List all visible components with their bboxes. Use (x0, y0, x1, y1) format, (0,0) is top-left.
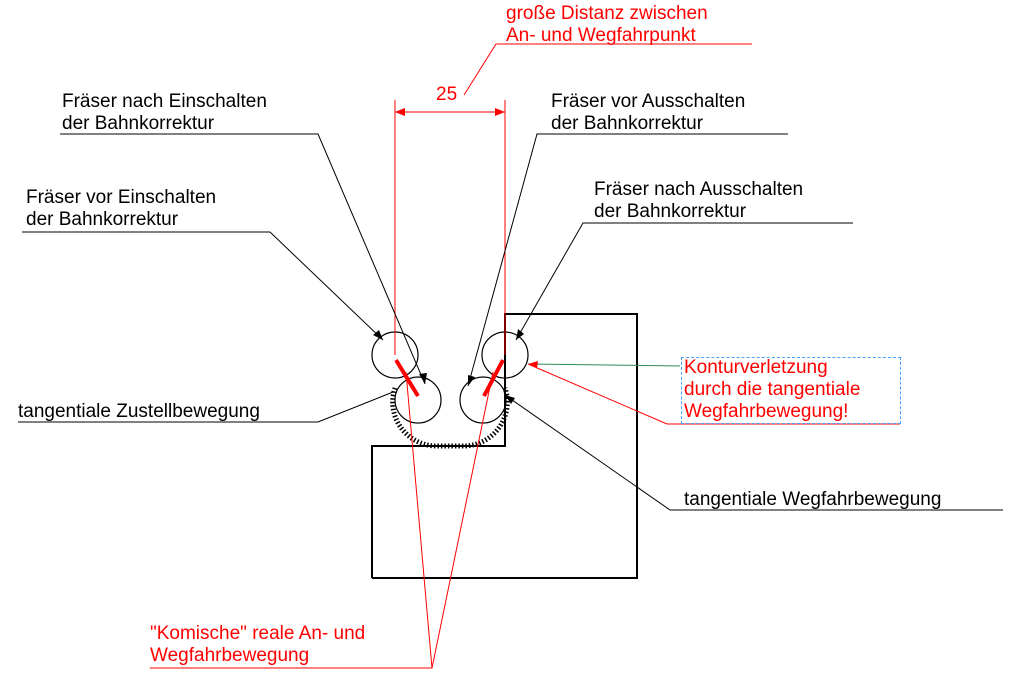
leader-before-off-arrow (468, 375, 475, 386)
leader-before-on (22, 231, 384, 341)
leader-depart-arrow (505, 395, 515, 404)
leader-after-off (515, 222, 853, 341)
leader-contour-violation (527, 363, 900, 425)
label-after-off-line-2: der Bahnkorrektur (594, 201, 747, 222)
leader-contour-violation-tip (527, 363, 681, 367)
leader-contour-violation-arrow (528, 361, 538, 368)
label-depart-move: tangentiale Wegfahrbewegung (684, 489, 942, 510)
label-distance-note: große Distanz zwischen An- und Wegfahrpu… (506, 3, 708, 47)
leader-before-on-arrow (373, 330, 383, 340)
label-real-motion-line-1: "Komische" reale An- und (150, 623, 366, 644)
label-after-off-line-1: Fräser nach Ausschalten (594, 179, 804, 200)
leader-after-on (60, 133, 426, 385)
leader-before-off (467, 133, 788, 387)
contour-violation-frame (681, 357, 901, 424)
cutter-after-on (394, 376, 442, 424)
leader-after-off-arrow (516, 329, 524, 340)
label-before-off-line-2: der Bahnkorrektur (551, 113, 704, 134)
label-contour-violation: Konturverletzung durch die tangentiale W… (684, 357, 860, 423)
dimension-value: 25 (436, 84, 458, 105)
leader-after-on-arrow (419, 373, 427, 384)
label-after-on-line-1: Fräser nach Einschalten (62, 91, 267, 112)
label-contour-violation-line-3: Wegfahrbewegung! (684, 401, 849, 422)
label-real-motion-line-2: Wegfahrbewegung (150, 645, 310, 666)
leader-real-motion-right (431, 371, 494, 669)
label-cutter-after-off: Fräser nach Ausschalten der Bahnkorrektu… (594, 179, 803, 223)
label-contour-violation-line-1: Konturverletzung (684, 357, 828, 378)
label-real-motion: "Komische" reale An- und Wegfahrbewegung (150, 623, 365, 667)
label-before-on-line-1: Fräser vor Einschalten (26, 187, 217, 208)
leader-depart (504, 394, 1003, 511)
label-distance-note-line-2: An- und Wegfahrpunkt (506, 25, 696, 46)
real-motion-mark-right (482, 359, 505, 397)
leader-distance (463, 43, 497, 96)
cutter-before-off (459, 376, 507, 424)
label-cutter-after-on: Fräser nach Einschalten der Bahnkorrektu… (62, 91, 267, 135)
dimension-arrow-right (495, 108, 505, 116)
label-before-off-line-1: Fräser vor Ausschalten (551, 91, 746, 112)
label-distance-note-line-1: große Distanz zwischen (506, 3, 708, 24)
label-cutter-before-on: Fräser vor Einschalten der Bahnkorrektur (26, 187, 216, 231)
label-contour-violation-line-2: durch die tangentiale (684, 379, 861, 400)
dimension-arrow-left (395, 108, 405, 116)
label-after-on-line-2: der Bahnkorrektur (62, 113, 215, 134)
leader-approach (18, 391, 394, 423)
label-approach-move: tangentiale Zustellbewegung (18, 401, 260, 422)
label-before-on-line-2: der Bahnkorrektur (26, 209, 179, 230)
label-cutter-before-off: Fräser vor Ausschalten der Bahnkorrektur (551, 91, 745, 135)
